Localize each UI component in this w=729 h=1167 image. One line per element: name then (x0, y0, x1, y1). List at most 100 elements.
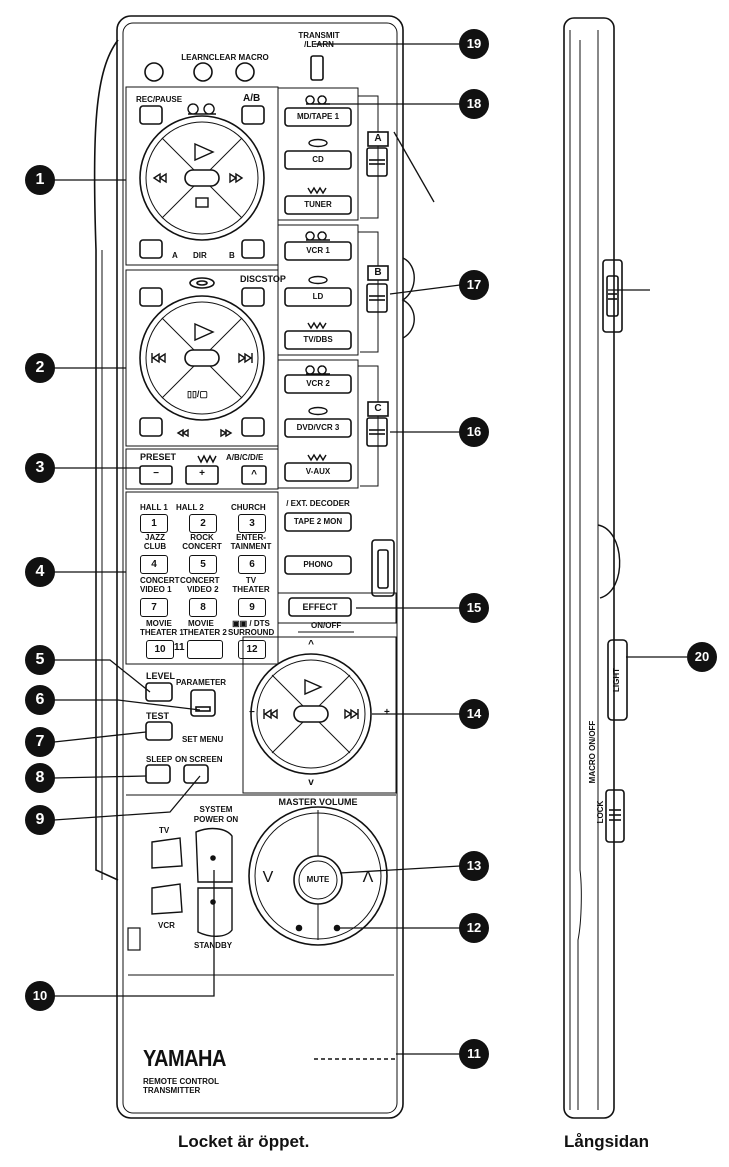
keypad-label: THEATER 2 (183, 628, 227, 637)
system-power-on-button[interactable] (195, 827, 233, 883)
keypad-label: MOVIE (188, 619, 214, 628)
test-button[interactable] (145, 721, 173, 741)
light-button[interactable] (607, 639, 628, 721)
v-aux-label: V-AUX (305, 467, 331, 476)
on-screen-label: ON SCREEN (175, 755, 223, 764)
disc-dpad[interactable] (139, 295, 265, 421)
vcr2-button[interactable] (284, 374, 352, 394)
disc-left-top-button[interactable] (139, 287, 163, 307)
tape-ff-icon (229, 172, 244, 184)
tape-dir-a-button[interactable] (139, 239, 163, 259)
tuner-wave-icon (307, 453, 327, 462)
menu-dpad[interactable] (250, 653, 372, 775)
tuner-button[interactable] (284, 195, 352, 215)
ld-button[interactable] (284, 287, 352, 307)
disc-center-button[interactable] (184, 349, 220, 367)
tape-dir-b-button[interactable] (241, 239, 265, 259)
disc-left-bottom-button[interactable] (139, 417, 163, 437)
disc-next-icon (238, 352, 253, 364)
key-2-button[interactable]: 2 (189, 514, 217, 533)
discstop-button[interactable] (241, 287, 265, 307)
key-11-button[interactable] (187, 640, 223, 659)
vcr1-button[interactable] (284, 241, 352, 261)
on-screen-button[interactable] (183, 764, 209, 784)
cassette-icon (305, 95, 330, 105)
keypad-label: CLUB (143, 542, 167, 551)
learn-button[interactable] (144, 62, 164, 82)
preset-plus-glyph: + (199, 468, 205, 479)
parameter-switch[interactable] (190, 689, 216, 717)
tv-power-button[interactable] (151, 837, 183, 869)
macro-button[interactable] (235, 62, 255, 82)
switch-c-label (367, 401, 389, 417)
keypad-label: ▣▣ / DTS (232, 619, 270, 628)
menu-down-glyph: v (308, 777, 314, 788)
master-volume-label: MASTER VOLUME (278, 797, 358, 807)
callout-14: 14 (466, 706, 482, 721)
master-volume-dial[interactable] (248, 806, 388, 946)
pause-stop-label: ▯▯/▢ (187, 389, 208, 399)
lock-switch[interactable] (605, 789, 625, 843)
menu-center-button[interactable] (293, 705, 329, 723)
cd-button[interactable] (284, 150, 352, 170)
callout-5: 5 (35, 651, 45, 668)
ab-button[interactable] (241, 105, 265, 125)
dvd-vcr3-button[interactable] (284, 418, 352, 438)
transmit-label: TRANSMIT (298, 31, 340, 40)
phono-button[interactable] (284, 555, 352, 575)
callout-4: 4 (35, 563, 45, 580)
callout-19: 19 (466, 36, 482, 51)
preset-label: PRESET (140, 452, 177, 462)
keypad-label: HALL 2 (176, 503, 204, 512)
md-tape1-button[interactable] (284, 107, 352, 127)
switch-b-slider[interactable] (366, 283, 388, 313)
level-label: LEVEL (146, 671, 176, 681)
tape2mon-button[interactable] (284, 512, 352, 532)
preset-abcde-button[interactable] (241, 465, 267, 485)
switch-c-slider[interactable] (366, 417, 388, 447)
preset-minus-button[interactable] (139, 465, 173, 485)
switch-a-slider[interactable] (366, 147, 388, 177)
tape-center-button[interactable] (184, 169, 220, 187)
key-3-button[interactable]: 3 (238, 514, 266, 533)
key-7-button[interactable]: 7 (140, 598, 168, 617)
key-9-button[interactable]: 9 (238, 598, 266, 617)
callout-16: 16 (466, 424, 482, 439)
tuner-wave-icon (307, 321, 327, 330)
callout-13: 13 (466, 858, 482, 873)
keypad-label: THEATER (232, 585, 270, 594)
ext-decoder-label: / EXT. DECODER (286, 499, 350, 508)
v-aux-button[interactable] (284, 462, 352, 482)
menu-next-icon (344, 708, 359, 720)
input-group-c (277, 359, 359, 489)
level-button[interactable] (145, 682, 173, 702)
keypad-label: MOVIE (146, 619, 172, 628)
keypad-label: CHURCH (231, 503, 266, 512)
rec-pause-button[interactable] (139, 105, 163, 125)
mute-button[interactable] (293, 855, 343, 905)
key-8-button[interactable]: 8 (189, 598, 217, 617)
key-6-button[interactable]: 6 (238, 555, 266, 574)
switch-b-text: B (374, 267, 382, 278)
effect-button[interactable] (288, 597, 352, 617)
switch-b-label (367, 265, 389, 281)
standby-button[interactable] (197, 887, 233, 937)
tv-dbs-button[interactable] (284, 330, 352, 350)
preset-abcde-label: A/B/C/D/E (226, 453, 264, 462)
vcr-power-button[interactable] (151, 883, 183, 915)
disc-right-bottom-button[interactable] (241, 417, 265, 437)
volume-up-glyph: Λ (362, 869, 374, 886)
side-caption: Långsidan (564, 1132, 650, 1151)
key-4-button[interactable]: 4 (140, 555, 168, 574)
tape-dpad[interactable] (139, 115, 265, 241)
key-1-button[interactable]: 1 (140, 514, 168, 533)
side-macro-label: MACRO ON/OFF (588, 720, 597, 784)
side-slider-top[interactable] (602, 259, 623, 333)
preset-plus-button[interactable] (185, 465, 219, 485)
sleep-button[interactable] (145, 764, 171, 784)
key-10-button[interactable]: 10 (146, 640, 174, 659)
menu-play-icon (304, 678, 323, 696)
clear-button[interactable] (193, 62, 213, 82)
key-12-button[interactable]: 12 (238, 640, 266, 659)
key-5-button[interactable]: 5 (189, 555, 217, 574)
